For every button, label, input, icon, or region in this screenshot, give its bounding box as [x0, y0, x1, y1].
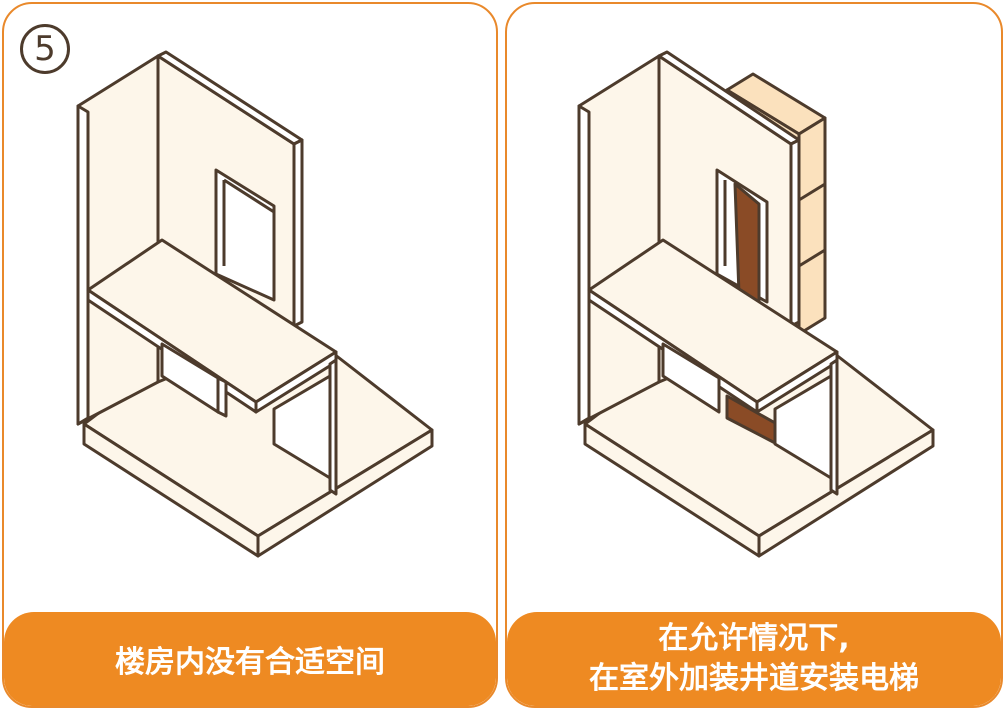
building-no-shaft-illustration [76, 50, 434, 558]
left-wall [76, 54, 160, 426]
left-wall [577, 54, 661, 426]
caption-line: 在允许情况下, [658, 621, 850, 656]
caption-line: 在室外加装井道安装电梯 [589, 661, 919, 696]
caption-line: 楼房内没有合适空间 [115, 645, 385, 680]
caption-no-space: 楼房内没有合适空间 [4, 612, 496, 706]
caption-external-shaft: 在允许情况下, 在室外加装井道安装电梯 [507, 612, 1001, 706]
panel-no-space: 5 [2, 2, 498, 708]
elevator-door-upper [733, 182, 761, 306]
panel-external-shaft: 在允许情况下, 在室外加装井道安装电梯 [505, 2, 1003, 708]
building-with-external-shaft-illustration [577, 50, 935, 558]
step-number-badge: 5 [20, 24, 70, 74]
